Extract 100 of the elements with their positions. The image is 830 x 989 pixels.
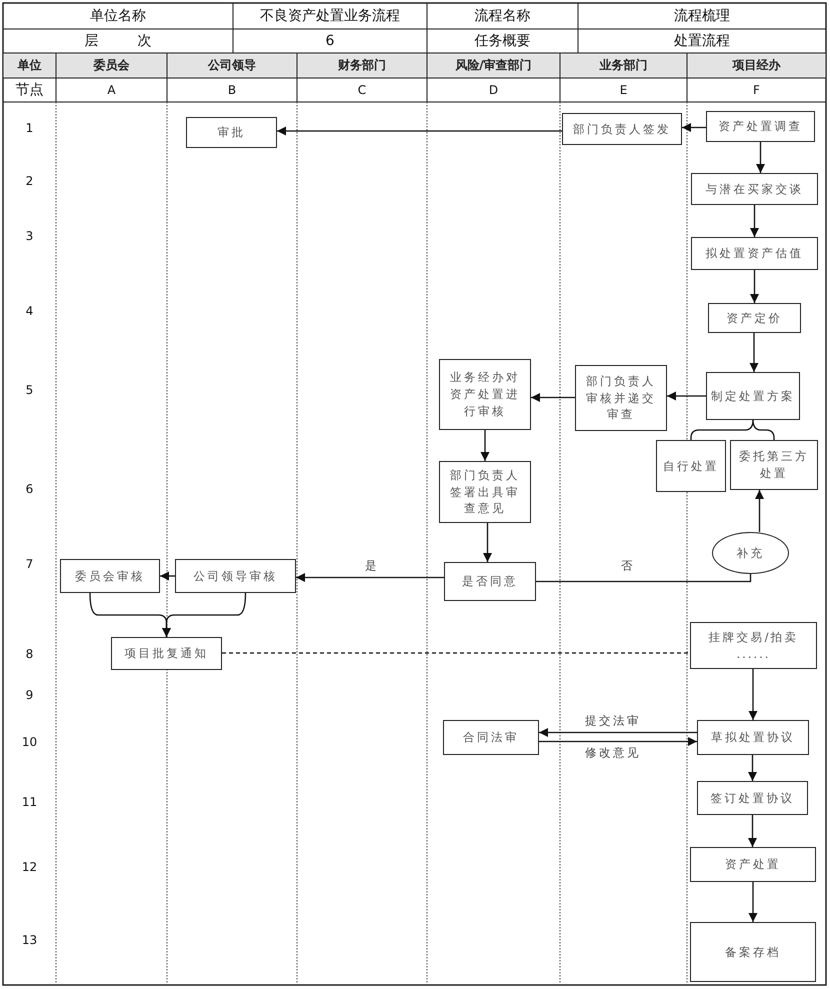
arrow (682, 123, 706, 132)
lane-header: 业务部门 (598, 57, 648, 74)
arrow (750, 205, 759, 237)
row-number: 3 (24, 228, 34, 245)
row-number: 4 (24, 303, 34, 320)
node-text: 备案存档 (725, 944, 781, 960)
process-box (656, 440, 726, 492)
process-box (691, 173, 818, 205)
arrow (483, 523, 492, 562)
node-text: 资产定价 (726, 310, 782, 326)
node-column-label: C (356, 82, 368, 99)
node-column-label: A (106, 82, 117, 99)
process-box (443, 720, 539, 755)
arrow (748, 755, 757, 781)
connector-line (690, 420, 754, 440)
arrow (539, 737, 697, 746)
header-cell-text: 流程名称 (474, 7, 532, 26)
node-text: 委托第三方处置 (738, 448, 810, 482)
process-box (575, 365, 667, 431)
node-text: 是否同意 (462, 573, 518, 590)
process-box (697, 781, 808, 815)
node-text: 部门负责人签发 (573, 120, 671, 138)
lane-header: 单位 (16, 57, 42, 74)
node-column-label: 节点 (14, 81, 44, 100)
header-cell-text: 流程梳理 (673, 7, 731, 26)
arrow (750, 333, 758, 372)
node-column-label: D (488, 82, 500, 99)
connector-line (536, 574, 752, 582)
node-column-label: F (752, 82, 761, 99)
arrow (748, 815, 757, 847)
row-number: 7 (24, 556, 34, 573)
node-text: 挂牌交易/拍卖 (708, 628, 798, 646)
process-box (690, 622, 817, 669)
node-text: 项目批复通知 (124, 645, 208, 662)
node-column-label: E (618, 82, 628, 99)
lane-header: 财务部门 (337, 57, 387, 74)
node-text: 部门负责人审核并递交审查 (585, 372, 657, 423)
process-box (175, 559, 296, 593)
node-text: 委员会审核 (75, 568, 145, 584)
header-cell-text: 6 (324, 32, 336, 51)
arrow (756, 142, 765, 173)
node-column-label: B (226, 82, 238, 99)
arrow (667, 392, 706, 400)
arrow (755, 490, 764, 532)
node-text: 自行处置 (663, 458, 719, 474)
process-box (439, 359, 531, 430)
dashed-connector (222, 652, 690, 654)
arrow (750, 270, 759, 303)
arrow (296, 573, 444, 582)
row-number: 12 (20, 859, 38, 876)
node-text: 拟处置资产估值 (706, 245, 804, 262)
lane-header: 风险/审查部门 (454, 57, 533, 74)
header-cell-text: 不良资产处置业务流程 (259, 7, 401, 26)
header-cell-text: 任务概要 (474, 32, 532, 51)
row-number: 10 (20, 734, 38, 751)
node-text: 资产处置 (725, 856, 781, 873)
ellipsis-text: ...... (736, 646, 770, 662)
process-box (697, 720, 809, 755)
node-text: 业务经办对资产处置进行审核 (449, 369, 521, 420)
row-number: 13 (20, 932, 38, 949)
node-text: 补充 (736, 544, 764, 562)
process-box (186, 117, 277, 148)
header-cell-text: 处置流程 (673, 32, 731, 51)
arrow (277, 126, 562, 136)
arrow (162, 592, 246, 637)
process-box (111, 637, 222, 670)
lane-header: 委员会 (92, 57, 130, 74)
row-number: 5 (24, 382, 34, 399)
process-box (60, 559, 160, 593)
row-number: 1 (24, 120, 34, 137)
process-box (439, 461, 531, 523)
process-box (690, 922, 816, 982)
node-text: 制定处置方案 (711, 388, 795, 404)
process-box (708, 303, 801, 333)
arrow (160, 572, 175, 580)
process-box (706, 111, 815, 142)
arrow (480, 430, 490, 461)
arrow (531, 393, 575, 402)
process-box (690, 847, 816, 882)
process-box (730, 440, 818, 490)
node-text: 草拟处置协议 (711, 729, 795, 746)
row-number: 9 (24, 687, 34, 704)
process-box (691, 237, 818, 270)
node-text: 与潜在买家交谈 (706, 180, 804, 198)
arrow (748, 882, 758, 922)
lane-header: 项目经办 (731, 57, 782, 74)
row-number: 6 (24, 481, 34, 498)
row-number: 8 (24, 646, 34, 663)
header-cell-text: 单位名称 (89, 7, 147, 26)
header-cell-text: 层 次 (83, 32, 153, 51)
node-text: 公司领导审核 (194, 568, 278, 584)
node-text: 签订处置协议 (710, 790, 794, 806)
node-text: 合同法审 (463, 729, 519, 746)
arrow (539, 728, 697, 737)
row-number: 11 (20, 794, 38, 811)
arrow (748, 669, 758, 720)
row-number: 2 (24, 173, 34, 190)
node-text: 资产处置调查 (718, 118, 802, 135)
process-box (562, 113, 682, 145)
node-text: 部门负责人签署出具审查意见 (449, 466, 521, 517)
